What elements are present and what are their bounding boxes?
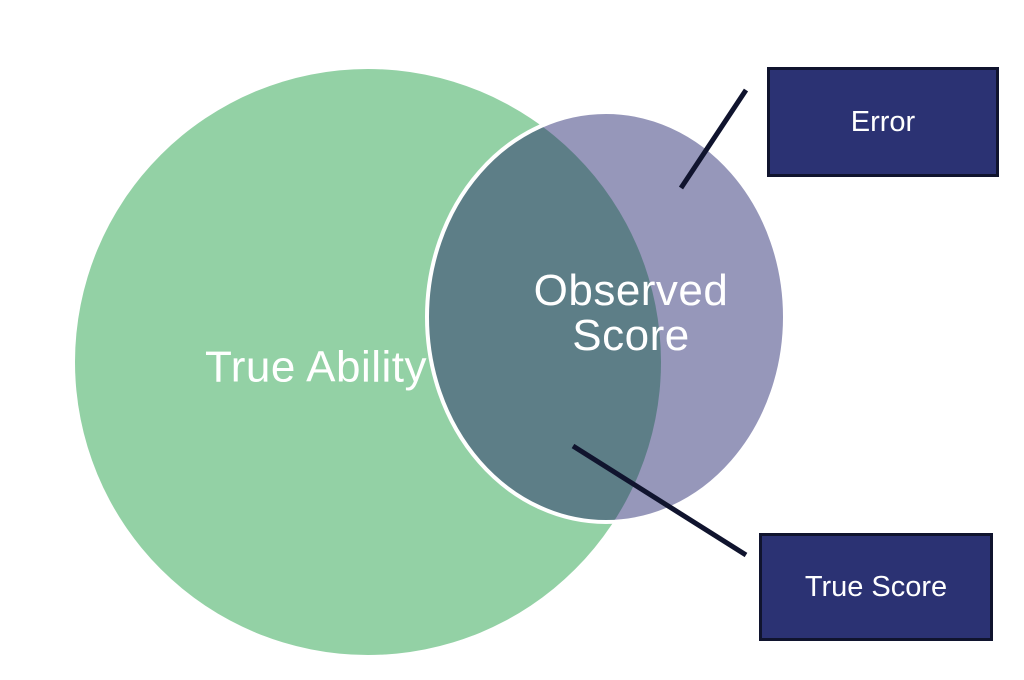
observed-score-label: Observed Score — [534, 268, 729, 358]
true-score-callout: True Score — [759, 533, 993, 641]
true-ability-label: True Ability — [204, 342, 428, 392]
error-callout: Error — [767, 67, 999, 177]
observed-score-label-line2: Score — [572, 311, 690, 360]
true-score-pointer-line — [571, 443, 748, 558]
overlap-region — [427, 112, 661, 522]
observed-score-label-line1: Observed — [533, 266, 729, 315]
true-score-label: True Score — [804, 570, 948, 603]
error-label: Error — [850, 105, 916, 138]
observed-ellipse-outline — [425, 110, 787, 524]
error-pointer-line — [678, 88, 749, 190]
